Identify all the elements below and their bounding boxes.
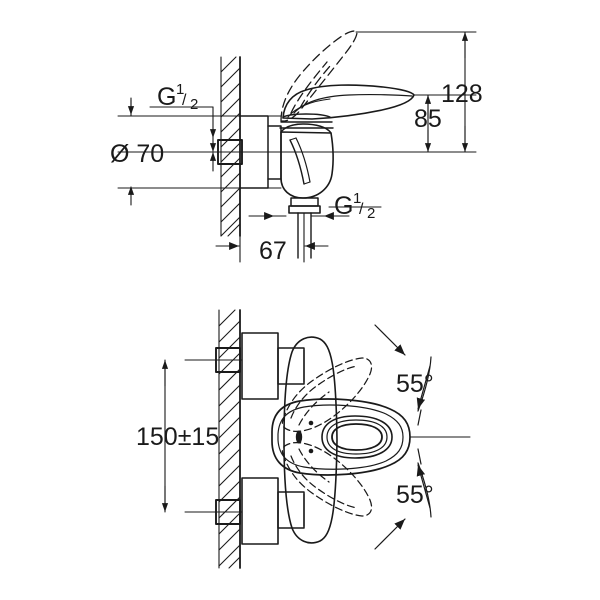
dim-label-projection-67: 67 xyxy=(259,237,287,265)
dim-label-height-128: 128 xyxy=(441,80,483,108)
dim-angle-upper-55 xyxy=(374,324,432,426)
dim-diameter-70 xyxy=(127,132,217,206)
outlet-connection xyxy=(288,197,321,259)
dim-label-angle-upper-55: 55° xyxy=(396,370,434,398)
dim-label-thread-outlet: G xyxy=(334,192,353,220)
dim-label-thread-upper: G xyxy=(157,83,176,111)
centrelines-bottom-view xyxy=(184,359,471,513)
mixer-body xyxy=(279,113,334,199)
dim-thread-upper xyxy=(127,97,217,138)
wall-section-bottom xyxy=(215,309,241,569)
dim-label-thread-upper-sub: 2 xyxy=(190,96,198,113)
side-elevation-view xyxy=(117,30,477,263)
dim-label-thread-outlet-sub: 2 xyxy=(367,205,375,222)
lever-handle-raised-phantom xyxy=(280,30,358,122)
dim-thread-outlet xyxy=(248,206,382,220)
dim-label-thread-upper-slash: / xyxy=(182,92,187,109)
inlet-lower xyxy=(241,477,305,545)
dim-label-angle-lower-55: 55° xyxy=(396,481,434,509)
lever-phantom-up xyxy=(281,357,373,433)
dim-projection-67 xyxy=(215,235,329,263)
lever-handle xyxy=(282,84,415,120)
dim-label-inlet-centres-150: 150±15 xyxy=(136,423,219,451)
wall-hatching xyxy=(220,56,241,237)
dim-angle-lower-55 xyxy=(374,448,432,550)
inlet-upper xyxy=(241,332,305,400)
lever-handle-front xyxy=(271,398,411,476)
dim-label-diameter-70: Ø 70 xyxy=(110,140,164,168)
centrelines-top-view xyxy=(117,31,477,189)
lever-phantom-down xyxy=(281,441,373,517)
dim-label-thread-upper-sup: 1 xyxy=(176,81,184,98)
dim-label-thread-outlet-sup: 1 xyxy=(353,190,361,207)
mixer-body-front xyxy=(283,336,338,544)
dim-label-thread-outlet-slash: / xyxy=(359,201,364,218)
plan-front-view xyxy=(161,309,471,569)
wall-section xyxy=(217,56,243,237)
dim-label-height-85: 85 xyxy=(414,105,442,133)
